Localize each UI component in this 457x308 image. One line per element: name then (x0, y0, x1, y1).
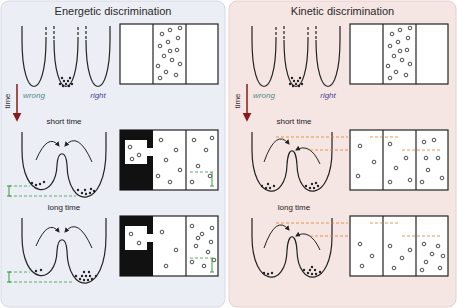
panel-band: Energetic discrimination (2, 2, 224, 306)
panel-title: Energetic discrimination (2, 5, 224, 17)
time-axis-label: time (3, 93, 13, 108)
panel-title: Kinetic discrimination (230, 5, 455, 17)
state-label: wrong (23, 91, 45, 101)
state-label: short time (46, 117, 81, 127)
state-label: long time (278, 203, 310, 213)
state-label: right (320, 91, 336, 101)
panel-band: Kinetic discrimination (230, 2, 455, 306)
state-label: long time (48, 203, 80, 213)
state-label: right (90, 91, 106, 101)
state-label: short time (276, 117, 311, 127)
state-label: wrong (253, 91, 275, 101)
time-axis-label: time (233, 93, 243, 108)
